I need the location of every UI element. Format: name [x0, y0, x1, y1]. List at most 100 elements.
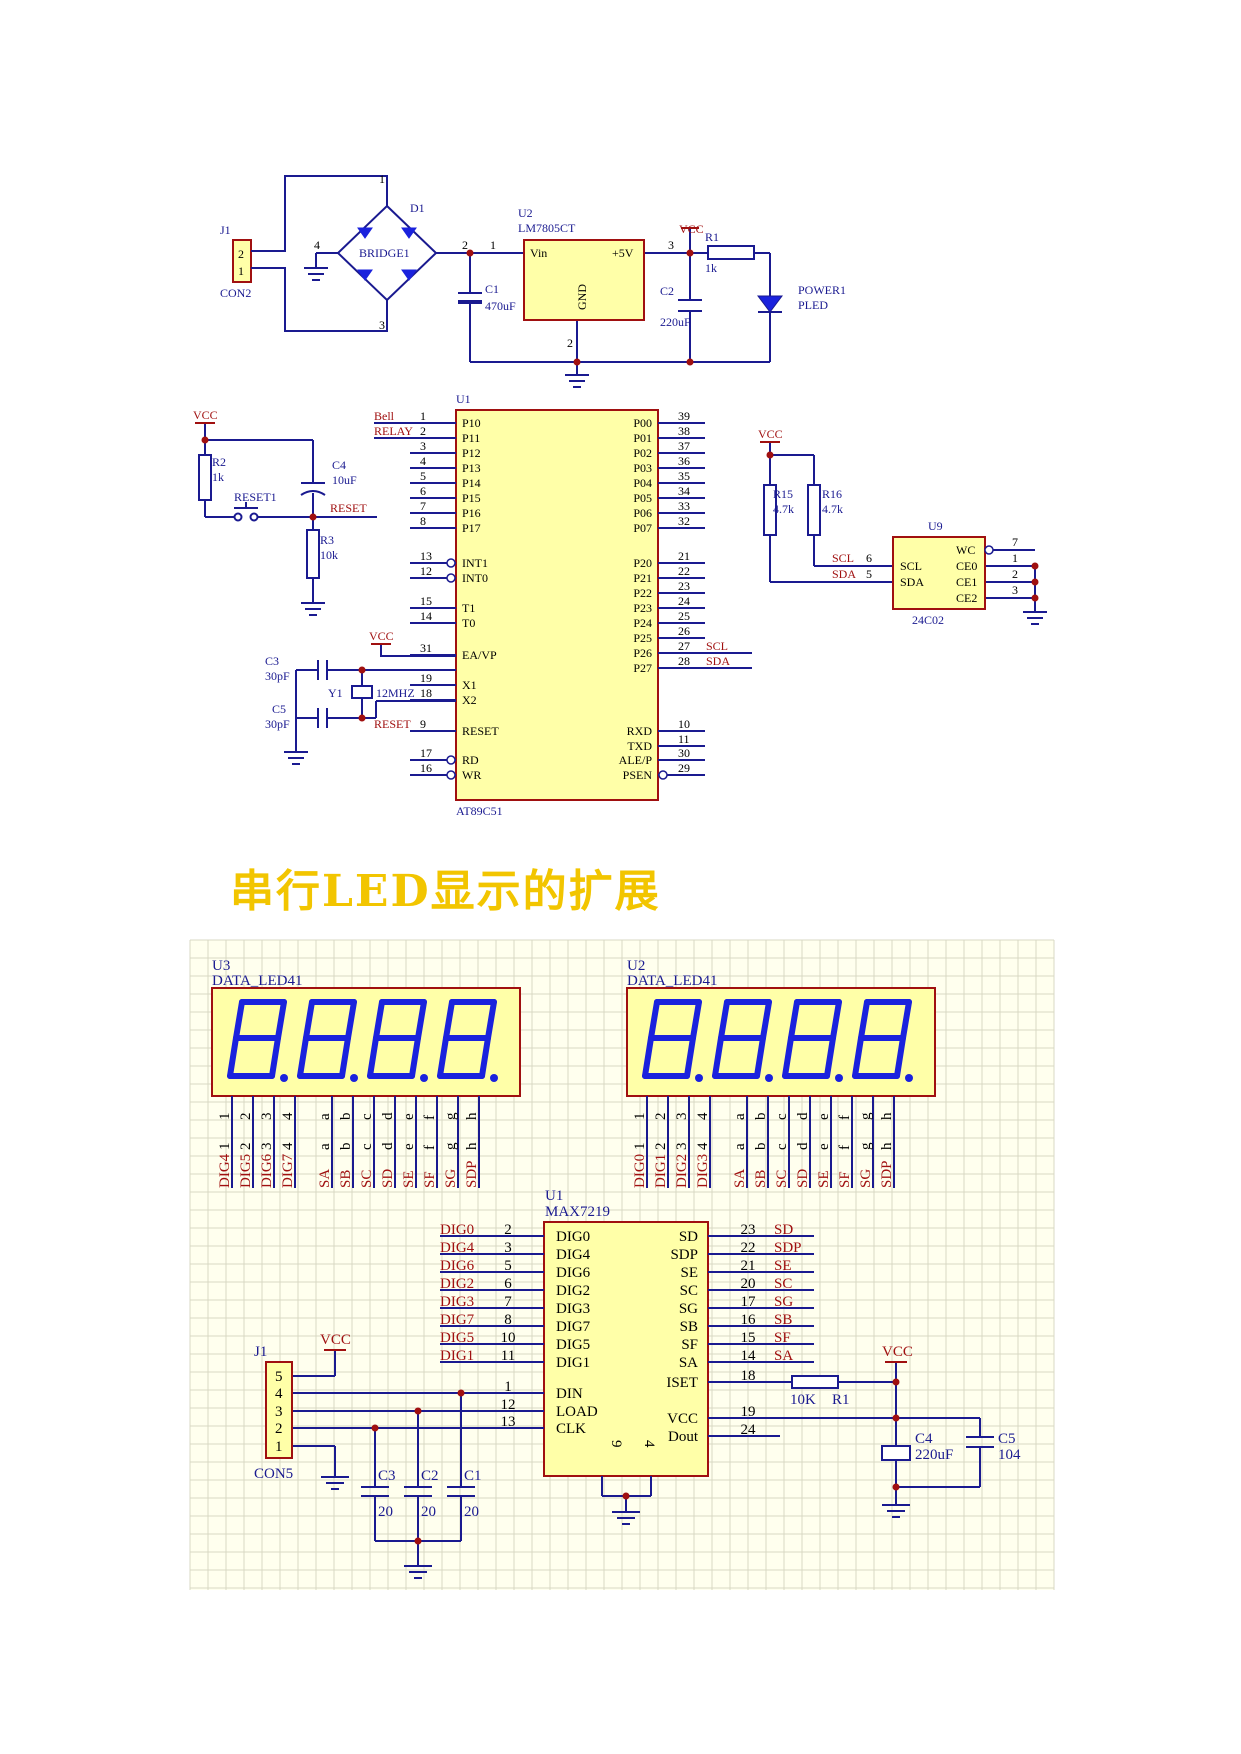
u2-pin-3: 3: [668, 238, 674, 252]
mcu-left-pin-name: P11: [462, 431, 480, 445]
display-pin-num: b: [753, 1113, 769, 1121]
display-pin-num-lower: d: [380, 1142, 396, 1150]
display-net-label: SF: [422, 1171, 438, 1188]
24c02-body: [892, 536, 986, 610]
mcu-inverted-pin-bubble: [446, 573, 456, 583]
mcu-right-pin-num: 26: [678, 624, 690, 638]
r2-ref-label: R2: [212, 455, 226, 469]
mcu-left-pin-name: P17: [462, 521, 481, 535]
max-left-net-label: DIG0: [440, 1222, 474, 1238]
mcu-right-pin-num: 32: [678, 514, 690, 528]
max-right-pin-name: SDP: [670, 1247, 698, 1263]
j1-ref-label: J1: [220, 223, 231, 237]
c1-ref-label: C1: [485, 282, 499, 296]
led-segment: [690, 999, 702, 1041]
max-left-pin-num: 8: [504, 1312, 512, 1328]
led-segment: [479, 1035, 491, 1079]
u3-ref-label: U3: [212, 958, 230, 974]
mcu-right-pin-num: 37: [678, 439, 690, 453]
mcu-left-pin-name: T0: [462, 616, 475, 630]
display-net-label: SA: [732, 1169, 748, 1188]
led-segment: [437, 1035, 449, 1079]
mcu-right-pin-name: RXD: [627, 724, 653, 738]
max-left-pin-num: 2: [504, 1222, 512, 1238]
mcu-left-pin-name: P14: [462, 476, 481, 490]
display-pin-num-lower: 4: [280, 1142, 296, 1150]
c2-ref-label: C2: [660, 284, 674, 298]
led-segment: [900, 999, 912, 1041]
max-left-pin-num: 1: [504, 1379, 512, 1395]
led-segment: [339, 1035, 351, 1079]
max-left-net-label: DIG2: [440, 1276, 474, 1292]
mcu-right-pin-num: 24: [678, 594, 690, 608]
d1-pin-4: 4: [314, 238, 320, 252]
mcu-right-pin-name: P06: [633, 506, 652, 520]
max-pin-4: 4: [641, 1440, 657, 1448]
max-left-net-label: DIG4: [440, 1240, 475, 1256]
c4-plate-bottom: [300, 490, 326, 496]
u2-pin-columns: 11DIG022DIG133DIG244DIG3aaSAbbSBccSCddSD…: [632, 1096, 895, 1188]
c3-bottom-value: 20: [378, 1504, 393, 1520]
display-pin-num: e: [816, 1113, 832, 1120]
u2-ref-label: U2: [518, 206, 533, 220]
max-left-pin-num: 13: [501, 1414, 516, 1430]
led-segment: [345, 999, 357, 1041]
u2-name-label: LM7805CT: [518, 221, 576, 235]
mcu-left-pin-name: WR: [462, 768, 481, 782]
eeprom-pin-sda: SDA: [900, 575, 924, 589]
max-right-pin-num: 24: [741, 1422, 757, 1438]
bottom-r1-body: [791, 1375, 839, 1389]
crystal-body: [351, 685, 373, 699]
max-right-net-label: SD: [774, 1222, 793, 1238]
oscillator-circuit: [295, 669, 456, 752]
mcu-left-pin-num: 14: [420, 609, 432, 623]
led-segment: [373, 999, 385, 1041]
u2-gnd-label: GND: [575, 284, 589, 310]
display-pin-num: c: [359, 1113, 375, 1120]
bottom-c4-body: [881, 1445, 911, 1461]
max-right-net-label: SA: [774, 1348, 793, 1364]
max-right-pin-num: 18: [741, 1368, 756, 1384]
display-net-label: DIG1: [653, 1154, 669, 1188]
eeprom-labels: VCC R15 4.7k R16 4.7k U9 24C02 SCL 6 SCL…: [758, 427, 1018, 627]
display-pin-num-lower: h: [879, 1142, 895, 1150]
power-labels: J1 2 1 CON2 D1 BRIDGE1 1 2 3 4 U2 LM7805…: [220, 172, 846, 350]
u2-vin-label: Vin: [530, 246, 547, 260]
max-left-pin-name: DIG0: [556, 1229, 590, 1245]
display-pin-num: f: [422, 1115, 438, 1120]
mcu-left-pin-name: RD: [462, 753, 479, 767]
mcu-left-pin-num: 1: [420, 409, 426, 423]
psen-bubble: [658, 770, 668, 780]
max-left-pin-name: DIG6: [556, 1265, 591, 1281]
max-left-net-label: DIG1: [440, 1348, 474, 1364]
eeprom-pin-6: 6: [866, 551, 872, 565]
r15-ref-label: R15: [773, 487, 793, 501]
c3-ref-label: C3: [265, 654, 279, 668]
mcu-left-pin-num: 7: [420, 499, 426, 513]
mcu-right-pin-num: 10: [678, 717, 690, 731]
display-pin-num-lower: 3: [674, 1143, 690, 1151]
max-pin-9: 9: [608, 1440, 624, 1448]
display-net-label: DIG0: [632, 1154, 648, 1188]
eeprom-ref-label: U9: [928, 519, 943, 533]
ground-symbols-osc: [284, 751, 308, 765]
ground-symbols-reset: [301, 602, 325, 616]
bottom-j1-pin-3: 3: [275, 1404, 283, 1420]
u2-name-label: DATA_LED41: [627, 973, 717, 989]
osc-caps: [317, 660, 328, 728]
u3-digits: [227, 999, 498, 1082]
mcu-left-net-label: RESET: [374, 717, 411, 731]
max-right-pin-num: 17: [741, 1294, 757, 1310]
mcu-right-pin-name: P05: [633, 491, 652, 505]
max-left-pin-num: 3: [504, 1240, 512, 1256]
max-right-pin-num: 14: [741, 1348, 757, 1364]
led-decimal-point: [280, 1074, 288, 1082]
display-pin-num-lower: g: [443, 1142, 459, 1150]
max-left-net-label: DIG5: [440, 1330, 474, 1346]
mcu-inverted-pin-bubble: [446, 770, 456, 780]
display-pin-num: 4: [280, 1112, 296, 1120]
mcu-right-pin-num: 38: [678, 424, 690, 438]
mcu-right-pin-name: P26: [633, 646, 652, 660]
bridge-wire-top: [251, 175, 388, 252]
